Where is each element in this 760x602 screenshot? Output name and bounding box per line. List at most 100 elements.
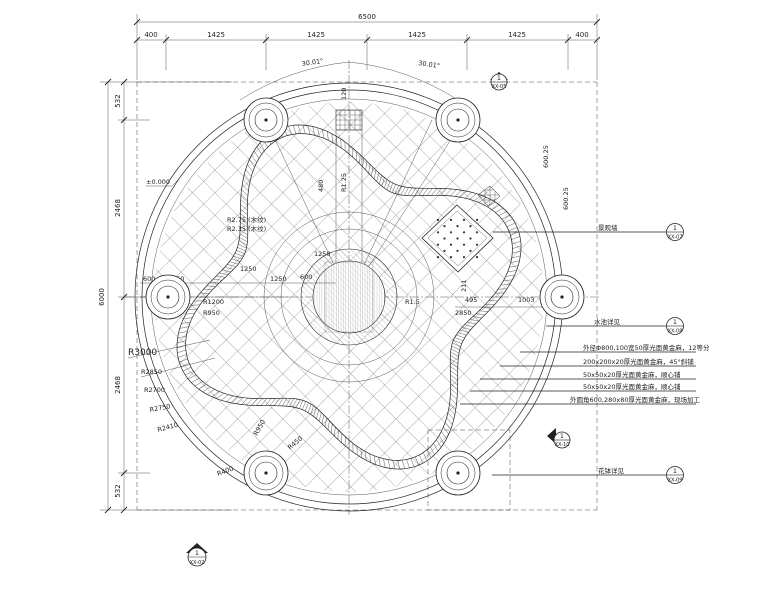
inner-dim-1250-b: 1250 xyxy=(270,275,287,283)
brick-tick xyxy=(319,412,322,422)
brick-tick xyxy=(219,272,229,275)
brick-tick xyxy=(236,397,244,404)
callout-circle-pool: 1 XX-08 xyxy=(666,317,684,335)
brick-tick xyxy=(240,199,248,206)
brick-tick xyxy=(179,358,188,363)
dim-top-seg-3: 1425 xyxy=(307,31,325,39)
section-symbol-top: 1 XX-05 xyxy=(490,72,508,91)
brick-tick xyxy=(449,189,457,197)
brick-tick xyxy=(330,423,333,433)
brick-tick xyxy=(426,449,432,458)
brick-tick xyxy=(440,188,447,196)
brick-tick xyxy=(479,310,489,312)
leader-note-3: 50x50x20厚光面黄金麻，顺心铺 xyxy=(583,370,681,379)
center-small-label: R1.5 xyxy=(405,298,420,306)
brick-tick xyxy=(231,258,241,262)
side-note-2: R2.35 (木纹) xyxy=(227,224,266,233)
wall-dot xyxy=(449,231,453,234)
brick-tick xyxy=(299,400,304,409)
brick-tick xyxy=(452,342,461,347)
brick-tick xyxy=(464,192,472,199)
brick-tick xyxy=(198,384,207,390)
brick-tick xyxy=(274,398,280,406)
brick-tick xyxy=(369,453,371,463)
brick-tick xyxy=(456,334,465,339)
brick-tick xyxy=(242,184,249,192)
planter xyxy=(243,450,289,496)
brick-tick xyxy=(387,459,391,469)
brick-tick xyxy=(501,214,510,220)
brick-tick xyxy=(241,189,249,197)
planter xyxy=(145,274,191,320)
brick-tick xyxy=(324,417,327,427)
dim-total-height: 6000 xyxy=(98,288,106,306)
angle-label-left: 30.01° xyxy=(301,57,324,68)
leader-note-1: 外径Φ800,100宽50厚光面黄金麻，12等分 xyxy=(583,343,710,352)
brick-tick xyxy=(302,401,306,410)
brick-tick xyxy=(244,174,251,182)
brick-tick xyxy=(282,398,288,407)
callout-label-wall: 景观墙 xyxy=(598,223,618,232)
wall-dot xyxy=(436,231,440,234)
brick-tick xyxy=(404,187,409,196)
brick-tick xyxy=(475,313,485,316)
brick-tick xyxy=(459,329,469,333)
brick-tick xyxy=(450,370,458,377)
brick-tick xyxy=(336,136,338,146)
radius-label-r2410: R2410 xyxy=(156,421,178,434)
brick-tick xyxy=(211,391,220,397)
brick-tick xyxy=(392,460,396,469)
brick-tick xyxy=(491,204,500,210)
brick-tick xyxy=(507,270,517,273)
brick-tick xyxy=(410,458,415,467)
dim-top-seg-6: 400 xyxy=(575,31,588,39)
brick-tick xyxy=(247,164,253,172)
brick-tick xyxy=(386,181,391,190)
wall-dot xyxy=(475,218,479,221)
dim-top-seg-1: 400 xyxy=(144,31,157,39)
brick-tick xyxy=(240,204,248,211)
brick-tick xyxy=(379,175,382,185)
diag-dim-2: 600.25 xyxy=(562,187,570,210)
brick-tick xyxy=(253,150,260,159)
brick-tick xyxy=(317,127,320,137)
brick-tick xyxy=(249,159,255,168)
wall-dot xyxy=(456,249,459,252)
brick-tick xyxy=(407,187,413,196)
brick-tick xyxy=(321,415,325,424)
brick-tick xyxy=(245,169,252,177)
brick-tick xyxy=(191,378,200,383)
brick-tick xyxy=(251,155,257,163)
right-dim-2850: 2850 xyxy=(455,309,472,317)
brick-tick xyxy=(251,398,258,406)
brick-tick xyxy=(451,345,460,350)
elevation-label: ±0.000 xyxy=(146,178,170,186)
brick-tick xyxy=(340,138,342,149)
brick-tick xyxy=(307,404,312,413)
callout-num-wall: 1 xyxy=(673,224,677,232)
brick-tick xyxy=(373,170,377,179)
radius-label-r2850: R2850 xyxy=(141,368,162,376)
brick-tick xyxy=(227,264,237,267)
brick-tick xyxy=(365,451,367,461)
brick-tick xyxy=(378,457,381,467)
callout-num-planter: 1 xyxy=(673,467,677,475)
brick-tick xyxy=(446,417,453,425)
brick-tick xyxy=(202,386,211,393)
brick-tick xyxy=(194,381,203,387)
callout-label-planter: 花钵详见 xyxy=(598,466,625,475)
diag-dim-1: 600.25 xyxy=(542,145,550,168)
brick-tick xyxy=(178,354,187,358)
brick-tick xyxy=(362,157,364,167)
brick-tick xyxy=(359,154,361,164)
brick-tick xyxy=(183,317,193,319)
brick-tick xyxy=(302,125,306,134)
brick-tick xyxy=(397,460,401,470)
wall-dot xyxy=(462,256,466,259)
brick-tick xyxy=(450,393,458,400)
brick-tick xyxy=(450,374,458,381)
brick-tick xyxy=(242,179,250,187)
brick-tick xyxy=(259,142,265,151)
wall-dot xyxy=(475,231,479,234)
wall-dot xyxy=(462,218,466,221)
